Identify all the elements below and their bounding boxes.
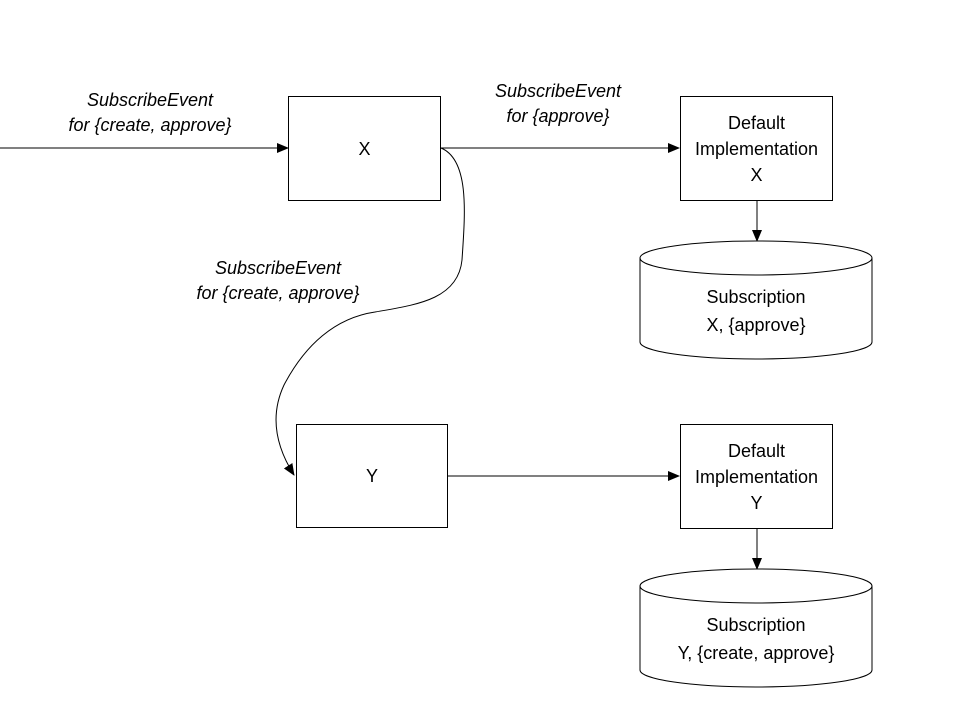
x-to-impl-edge-label-line1: SubscribeEvent <box>494 81 622 101</box>
node-x: X <box>288 96 441 201</box>
subscription-y-store: Subscription Y, {create, approve} <box>640 611 872 667</box>
x-to-y-edge-label-line2: for {create, approve} <box>196 283 360 303</box>
sub-y-line2: Y, {create, approve} <box>677 643 835 663</box>
sub-y-line1: Subscription <box>706 615 806 635</box>
node-default-implementation-x: Default Implementation X <box>680 96 833 201</box>
x-to-y-edge-label: SubscribeEvent for {create, approve} <box>158 256 398 306</box>
input-edge-label: SubscribeEvent for {create, approve} <box>30 88 270 138</box>
subscription-x-store-shape <box>639 240 873 360</box>
sub-x-line1: Subscription <box>706 287 806 307</box>
node-default-implementation-y: Default Implementation Y <box>680 424 833 529</box>
subscription-x-store: Subscription X, {approve} <box>640 283 872 339</box>
x-to-y-edge-label-line1: SubscribeEvent <box>214 258 342 278</box>
impl-x-line2: Implementation <box>694 138 819 159</box>
input-edge-label-line2: for {create, approve} <box>68 115 232 135</box>
subscription-y-store-shape <box>639 568 873 688</box>
x-to-impl-edge-label-line2: for {approve} <box>506 106 610 126</box>
impl-x-line1: Default <box>727 112 786 133</box>
impl-y-line1: Default <box>727 440 786 461</box>
impl-y-line3: Y <box>750 492 763 513</box>
x-to-y-arrow <box>275 147 465 476</box>
impl-x-line3: X <box>750 164 763 185</box>
node-y: Y <box>296 424 448 528</box>
node-x-label: X <box>358 138 371 159</box>
sub-x-line2: X, {approve} <box>706 315 806 335</box>
impl-y-line2: Implementation <box>694 466 819 487</box>
node-y-label: Y <box>365 466 378 486</box>
input-edge-label-line1: SubscribeEvent <box>86 90 214 110</box>
x-to-impl-edge-label: SubscribeEvent for {approve} <box>458 79 658 129</box>
